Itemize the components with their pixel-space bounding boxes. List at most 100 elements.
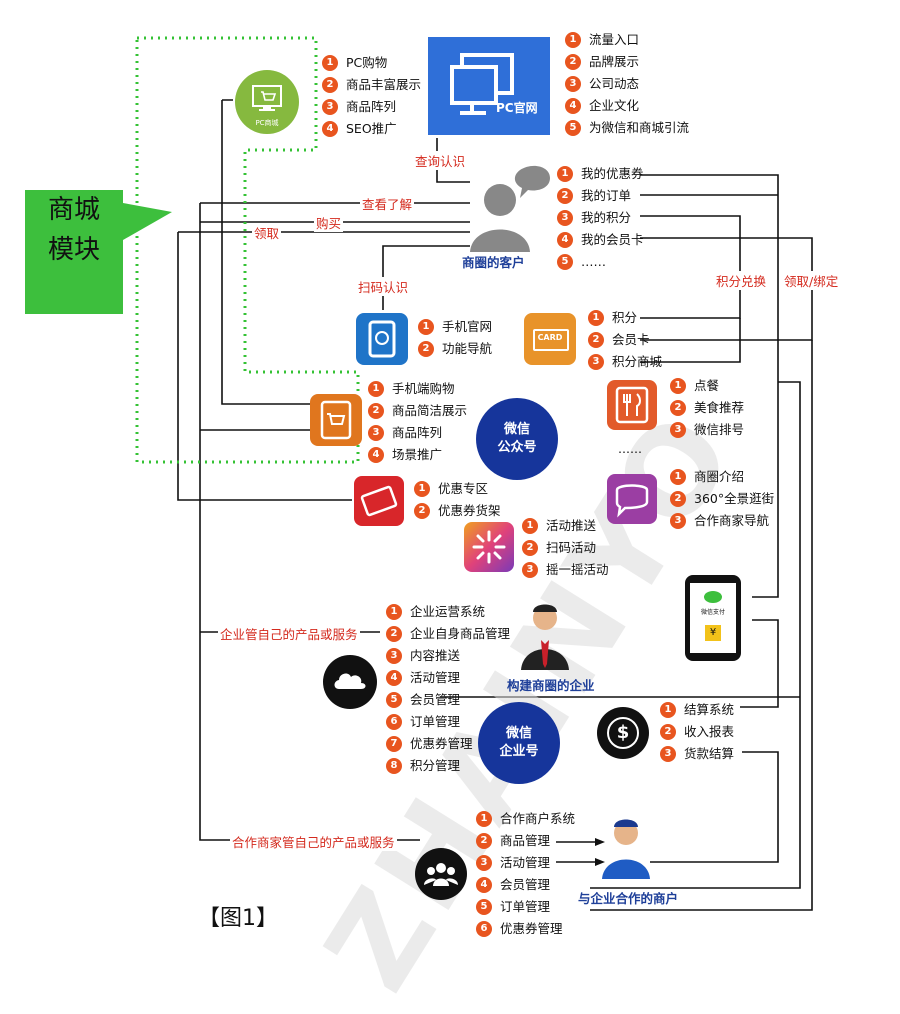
- wechat-enterprise-line2: 企业号: [499, 744, 539, 759]
- coupon-node: [354, 476, 404, 526]
- speech-bubble-icon: [615, 484, 649, 518]
- edge-label-query: 查询认识: [413, 151, 468, 170]
- card-node: CARD: [524, 313, 576, 365]
- fork-knife-icon: [615, 386, 649, 424]
- settlement-node: $: [597, 707, 649, 759]
- tablet-icon: [368, 320, 396, 358]
- figure-label: 【图1】: [198, 906, 278, 931]
- edge-label-receive-bind: 领取/绑定: [782, 271, 841, 290]
- edge-label-points-exchange: 积分兑换: [714, 271, 769, 290]
- enterprise-person-node: [515, 600, 575, 670]
- mobile-site-node: [356, 313, 408, 365]
- customer-label: 商圈的客户: [462, 255, 525, 270]
- wechat-enterprise-line1: 微信: [505, 726, 532, 741]
- user-chat-icon: [470, 165, 550, 252]
- cloud-icon: [334, 673, 366, 689]
- wechat-pay-label: 微信支付: [700, 609, 725, 616]
- people-group-icon: [424, 863, 458, 886]
- wechat-logo-icon: [704, 591, 722, 603]
- edge-label-buy: 购买: [314, 213, 344, 232]
- edge-label-receive: 领取: [252, 223, 282, 242]
- business-node: [607, 474, 657, 524]
- pc-monitor-cart-icon: [252, 85, 282, 111]
- person-icon: [602, 819, 650, 879]
- edge-label-scan: 扫码认识: [356, 277, 411, 296]
- cloud-node: [323, 655, 377, 709]
- mobile-mall-node: [310, 394, 362, 446]
- merchant-group-node: [415, 848, 467, 900]
- wechat-public-node: 微信公众号: [476, 398, 558, 480]
- wechat-public-line1: 微信: [503, 422, 530, 437]
- shopping-cart-icon: [320, 400, 352, 440]
- dining-more: ……: [618, 442, 642, 456]
- merchant-label: 与企业合作的商户: [578, 891, 679, 906]
- customer-node: [462, 160, 562, 255]
- pc-site-label: PC官网: [496, 101, 538, 115]
- list-item: 5……: [557, 251, 644, 273]
- mall-module-line1: 商城: [47, 195, 100, 225]
- pc-site-node: PC官网: [428, 37, 550, 135]
- edge-label-merchant-manage: 合作商家管自己的产品或服务: [230, 832, 397, 851]
- card-icon: [533, 329, 569, 351]
- enterprise-label: 构建商圈的企业: [507, 678, 595, 693]
- wechat-pay-node: 微信支付 ¥: [685, 575, 741, 661]
- ticket-icon: [360, 485, 398, 517]
- edge-label-enterprise-manage: 企业管自己的产品或服务: [218, 624, 360, 643]
- businessman-icon: [521, 604, 569, 670]
- activity-node: [464, 522, 514, 572]
- wechat-enterprise-node: 微信企业号: [478, 702, 560, 784]
